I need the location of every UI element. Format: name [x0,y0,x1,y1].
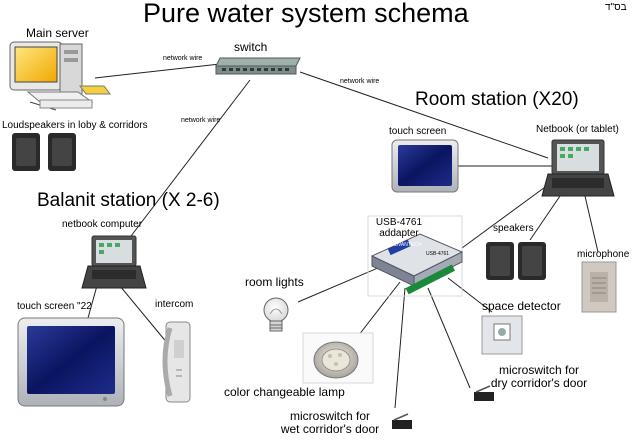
room-speakers-icon [486,242,546,280]
main-server-label: Main server [26,26,89,40]
room-netbook-icon [541,139,615,197]
balanit-netbook-icon [81,235,147,289]
wire-netbook-usb [461,181,553,249]
wire-switch-balanit [127,79,251,241]
usb-device-brand: ADVANTECH [391,242,422,248]
light-bulb-icon [263,297,289,332]
balanit-station-heading: Balanit station (X 2-6) [37,190,220,211]
room-station-heading: Room station (X20) [415,89,579,110]
wire-label-server-switch: network wire [163,55,203,62]
loudspeakers-label: Loudspeakers in loby & corridors [2,120,148,131]
room-lights-label: room lights [245,275,304,289]
microphone-label: microphone [577,249,630,260]
wire-usb-spacedetector [447,277,493,313]
wire-usb-drydoor [427,287,471,389]
diagram-title: Pure water system schema [143,0,469,28]
wire-switch-room [299,71,549,159]
usb-adapter-label-line2: addapter [379,228,419,239]
wire-label-switch-room: network wire [340,78,380,85]
color-lamp-label: color changeable lamp [224,385,345,399]
wire-balanit-intercom [119,285,169,345]
space-detector-label: space detector [482,299,561,313]
wet-door-microswitch-icon [392,413,412,429]
balanit-touch-screen-icon [17,317,125,407]
dry-door-microswitch-icon [474,385,494,401]
intercom-label: intercom [155,299,194,310]
wire-usb-roomlights [297,261,393,303]
main-server-icon [9,41,111,111]
space-detector-icon [481,315,523,355]
touch-screen-label: touch screen [389,126,447,137]
room-touch-screen-icon [391,139,459,193]
wet-microswitch-label-line2: wet corridor's door [280,422,380,436]
wire-server-switch [94,63,221,79]
wire-netbook-microphone [584,195,599,253]
usb-adapter-label-line1: USB-4761 [375,217,423,228]
wire-usb-wetdoor [394,287,406,409]
intercom-icon [162,321,191,403]
wire-usb-lamp [354,281,401,341]
speakers-label: speakers [493,223,534,234]
usb-device-model: USB-4761 [426,251,450,257]
color-lamp-icon [302,332,374,384]
usb-4761-adapter-icon [367,215,464,297]
lobby-loudspeakers-icon [12,133,76,171]
corner-mark: בס"ד [605,2,627,13]
microphone-icon [581,261,617,313]
netbook-computer-label: netbook computer [62,219,143,230]
dry-microswitch-label-line1: microswitch for [498,363,579,377]
netbook-tablet-label: Netbook (or tablet) [536,124,619,135]
wet-microswitch-label-line1: microswitch for [289,409,370,423]
network-switch-icon [215,57,301,75]
touch-screen-22-label: touch screen "22 [17,301,92,312]
switch-label: switch [234,40,268,54]
wire-label-switch-balanit: network wire [181,117,221,124]
wire-netbook-speakers [529,195,561,241]
dry-microswitch-label-line2: dry corridor's door [490,376,588,390]
